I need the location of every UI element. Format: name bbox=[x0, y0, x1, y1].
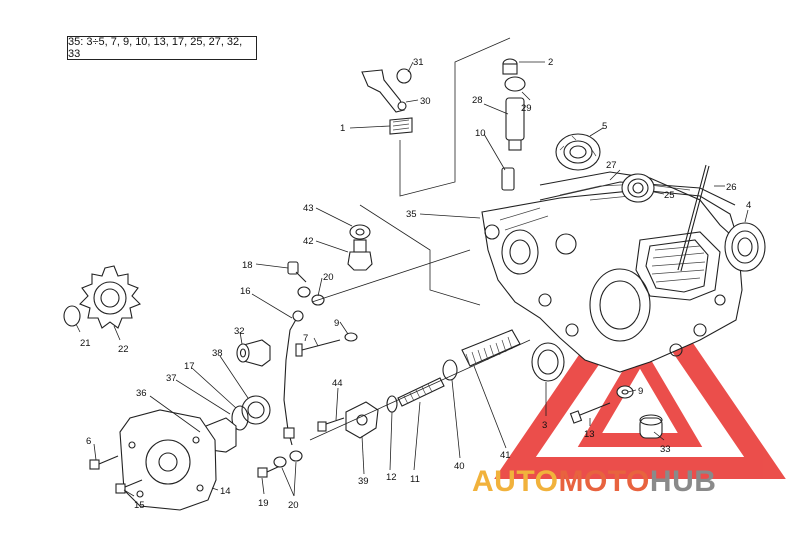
callout-28: 28 bbox=[472, 95, 483, 106]
callout-32: 32 bbox=[234, 326, 245, 337]
shaft-11 bbox=[397, 377, 445, 407]
circlip-21 bbox=[63, 305, 81, 327]
callout-42: 42 bbox=[303, 236, 314, 247]
watermark-logo-icon bbox=[494, 265, 786, 479]
ring-37 bbox=[231, 405, 249, 431]
callout-9-right: 9 bbox=[638, 386, 643, 397]
callout-14: 14 bbox=[220, 486, 231, 497]
stud-26 bbox=[677, 164, 710, 272]
washers-20-bottom bbox=[273, 450, 303, 468]
shaft-10 bbox=[501, 167, 515, 191]
screw-15 bbox=[115, 479, 143, 494]
leader-lines bbox=[75, 61, 749, 497]
callout-2: 2 bbox=[548, 57, 553, 68]
callout-labels: 2 29 28 10 5 27 25 26 4 31 30 1 35 43 42… bbox=[80, 57, 751, 511]
oil-seal-3 bbox=[531, 342, 565, 382]
spring-41 bbox=[461, 329, 521, 367]
sprocket-22 bbox=[79, 265, 141, 329]
callout-40: 40 bbox=[454, 461, 465, 472]
o-ring-40 bbox=[442, 359, 458, 381]
watermark-moto: MOTO bbox=[558, 465, 650, 498]
callout-15: 15 bbox=[134, 500, 145, 511]
flange-39 bbox=[345, 401, 379, 439]
callout-17: 17 bbox=[184, 361, 195, 372]
callout-18: 18 bbox=[242, 260, 253, 271]
plunger-28 bbox=[502, 58, 526, 151]
callout-20-top: 20 bbox=[323, 272, 334, 283]
callout-3: 3 bbox=[542, 420, 547, 431]
bearing-4 bbox=[724, 222, 766, 272]
seal-38 bbox=[241, 395, 271, 425]
watermark-text: AUTOMOTOHUB bbox=[472, 467, 716, 497]
callout-9-left: 9 bbox=[334, 318, 339, 329]
screw-44 bbox=[317, 417, 345, 432]
callout-1: 1 bbox=[340, 123, 345, 134]
screw-6 bbox=[89, 455, 119, 470]
bushing-33 bbox=[639, 414, 663, 439]
callout-31: 31 bbox=[413, 57, 424, 68]
bearing-25 bbox=[621, 173, 655, 203]
cover-14 bbox=[119, 409, 217, 511]
legend-text: 35: 3÷5, 7, 9, 10, 13, 17, 25, 27, 32, 3… bbox=[68, 36, 243, 60]
callout-29: 29 bbox=[521, 103, 532, 114]
lever-assembly bbox=[361, 68, 413, 135]
watermark-hub: HUB bbox=[649, 465, 717, 498]
callout-16: 16 bbox=[240, 286, 251, 297]
bushing-32 bbox=[236, 339, 271, 367]
banjo-bolt-18 bbox=[287, 261, 307, 283]
callout-11: 11 bbox=[410, 474, 420, 485]
callout-30: 30 bbox=[420, 96, 431, 107]
oil-pipe-16 bbox=[283, 310, 304, 446]
washer-9-left bbox=[344, 332, 358, 342]
bolt-13 bbox=[569, 402, 611, 424]
callout-12: 12 bbox=[386, 472, 397, 483]
callout-33: 33 bbox=[660, 444, 671, 455]
washer-43 bbox=[349, 224, 371, 240]
assembly-lines bbox=[309, 37, 531, 441]
callout-37: 37 bbox=[166, 373, 177, 384]
callout-4: 4 bbox=[746, 200, 751, 211]
callout-25: 25 bbox=[664, 190, 675, 201]
screw-19 bbox=[257, 465, 281, 478]
callout-26: 26 bbox=[726, 182, 737, 193]
callout-6: 6 bbox=[86, 436, 91, 447]
washers-20-top bbox=[297, 286, 325, 306]
plug-42 bbox=[347, 239, 373, 271]
callout-22: 22 bbox=[118, 344, 129, 355]
callout-36: 36 bbox=[136, 388, 147, 399]
callout-27: 27 bbox=[606, 160, 617, 171]
callout-41: 41 bbox=[500, 450, 511, 461]
callout-13: 13 bbox=[584, 429, 595, 440]
callout-35: 35 bbox=[406, 209, 417, 220]
callout-43: 43 bbox=[303, 203, 314, 214]
callout-21: 21 bbox=[80, 338, 91, 349]
bearing-5 bbox=[555, 133, 601, 171]
washer-9-right bbox=[616, 385, 634, 399]
callout-38: 38 bbox=[212, 348, 223, 359]
callout-10: 10 bbox=[475, 128, 486, 139]
callout-19: 19 bbox=[258, 498, 269, 509]
legend-box: 35: 3÷5, 7, 9, 10, 13, 17, 25, 27, 32, 3… bbox=[67, 36, 257, 60]
callout-5: 5 bbox=[602, 121, 607, 132]
pin-7 bbox=[295, 339, 341, 357]
callout-7: 7 bbox=[303, 333, 308, 344]
watermark-auto: AUTO bbox=[472, 465, 559, 498]
crankcase-half bbox=[481, 181, 743, 373]
callout-20-bottom: 20 bbox=[288, 500, 299, 511]
callout-44: 44 bbox=[332, 378, 343, 389]
callout-39: 39 bbox=[358, 476, 369, 487]
